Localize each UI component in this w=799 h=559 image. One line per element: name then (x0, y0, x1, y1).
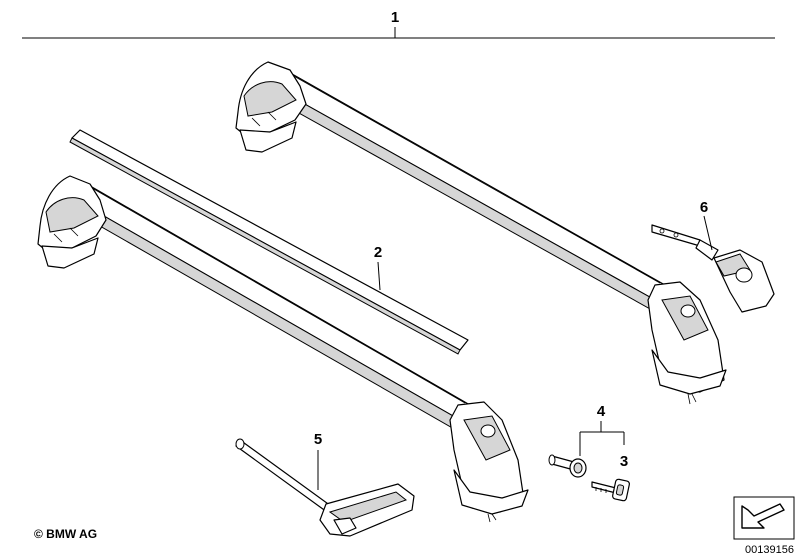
callout-1[interactable]: 1 (391, 9, 399, 26)
nav-arrow-box[interactable] (733, 496, 795, 540)
end-cap-part: 6 (651, 199, 775, 313)
lock-and-key-group: 4 3 (548, 403, 630, 502)
rubber-strip: 2 (69, 129, 469, 355)
lock-cylinder-part (548, 454, 587, 478)
arrow-icon (741, 503, 785, 529)
callout-1-group: 1 (22, 9, 775, 39)
front-roof-bar (37, 175, 529, 523)
callout-6-leader (703, 215, 713, 251)
callout-6[interactable]: 6 (700, 199, 708, 216)
key-part (591, 478, 630, 502)
copyright-text: © BMW AG (34, 527, 97, 541)
t-handle-tool-part: 5 (235, 431, 415, 537)
callout-3[interactable]: 3 (620, 453, 628, 470)
diagram-code: 00139156 (745, 544, 794, 556)
callout-2-leader (377, 261, 381, 291)
callout-4[interactable]: 4 (597, 403, 606, 420)
callout-2[interactable]: 2 (374, 244, 382, 261)
rear-roof-bar (235, 61, 727, 405)
callout-5[interactable]: 5 (314, 431, 322, 448)
